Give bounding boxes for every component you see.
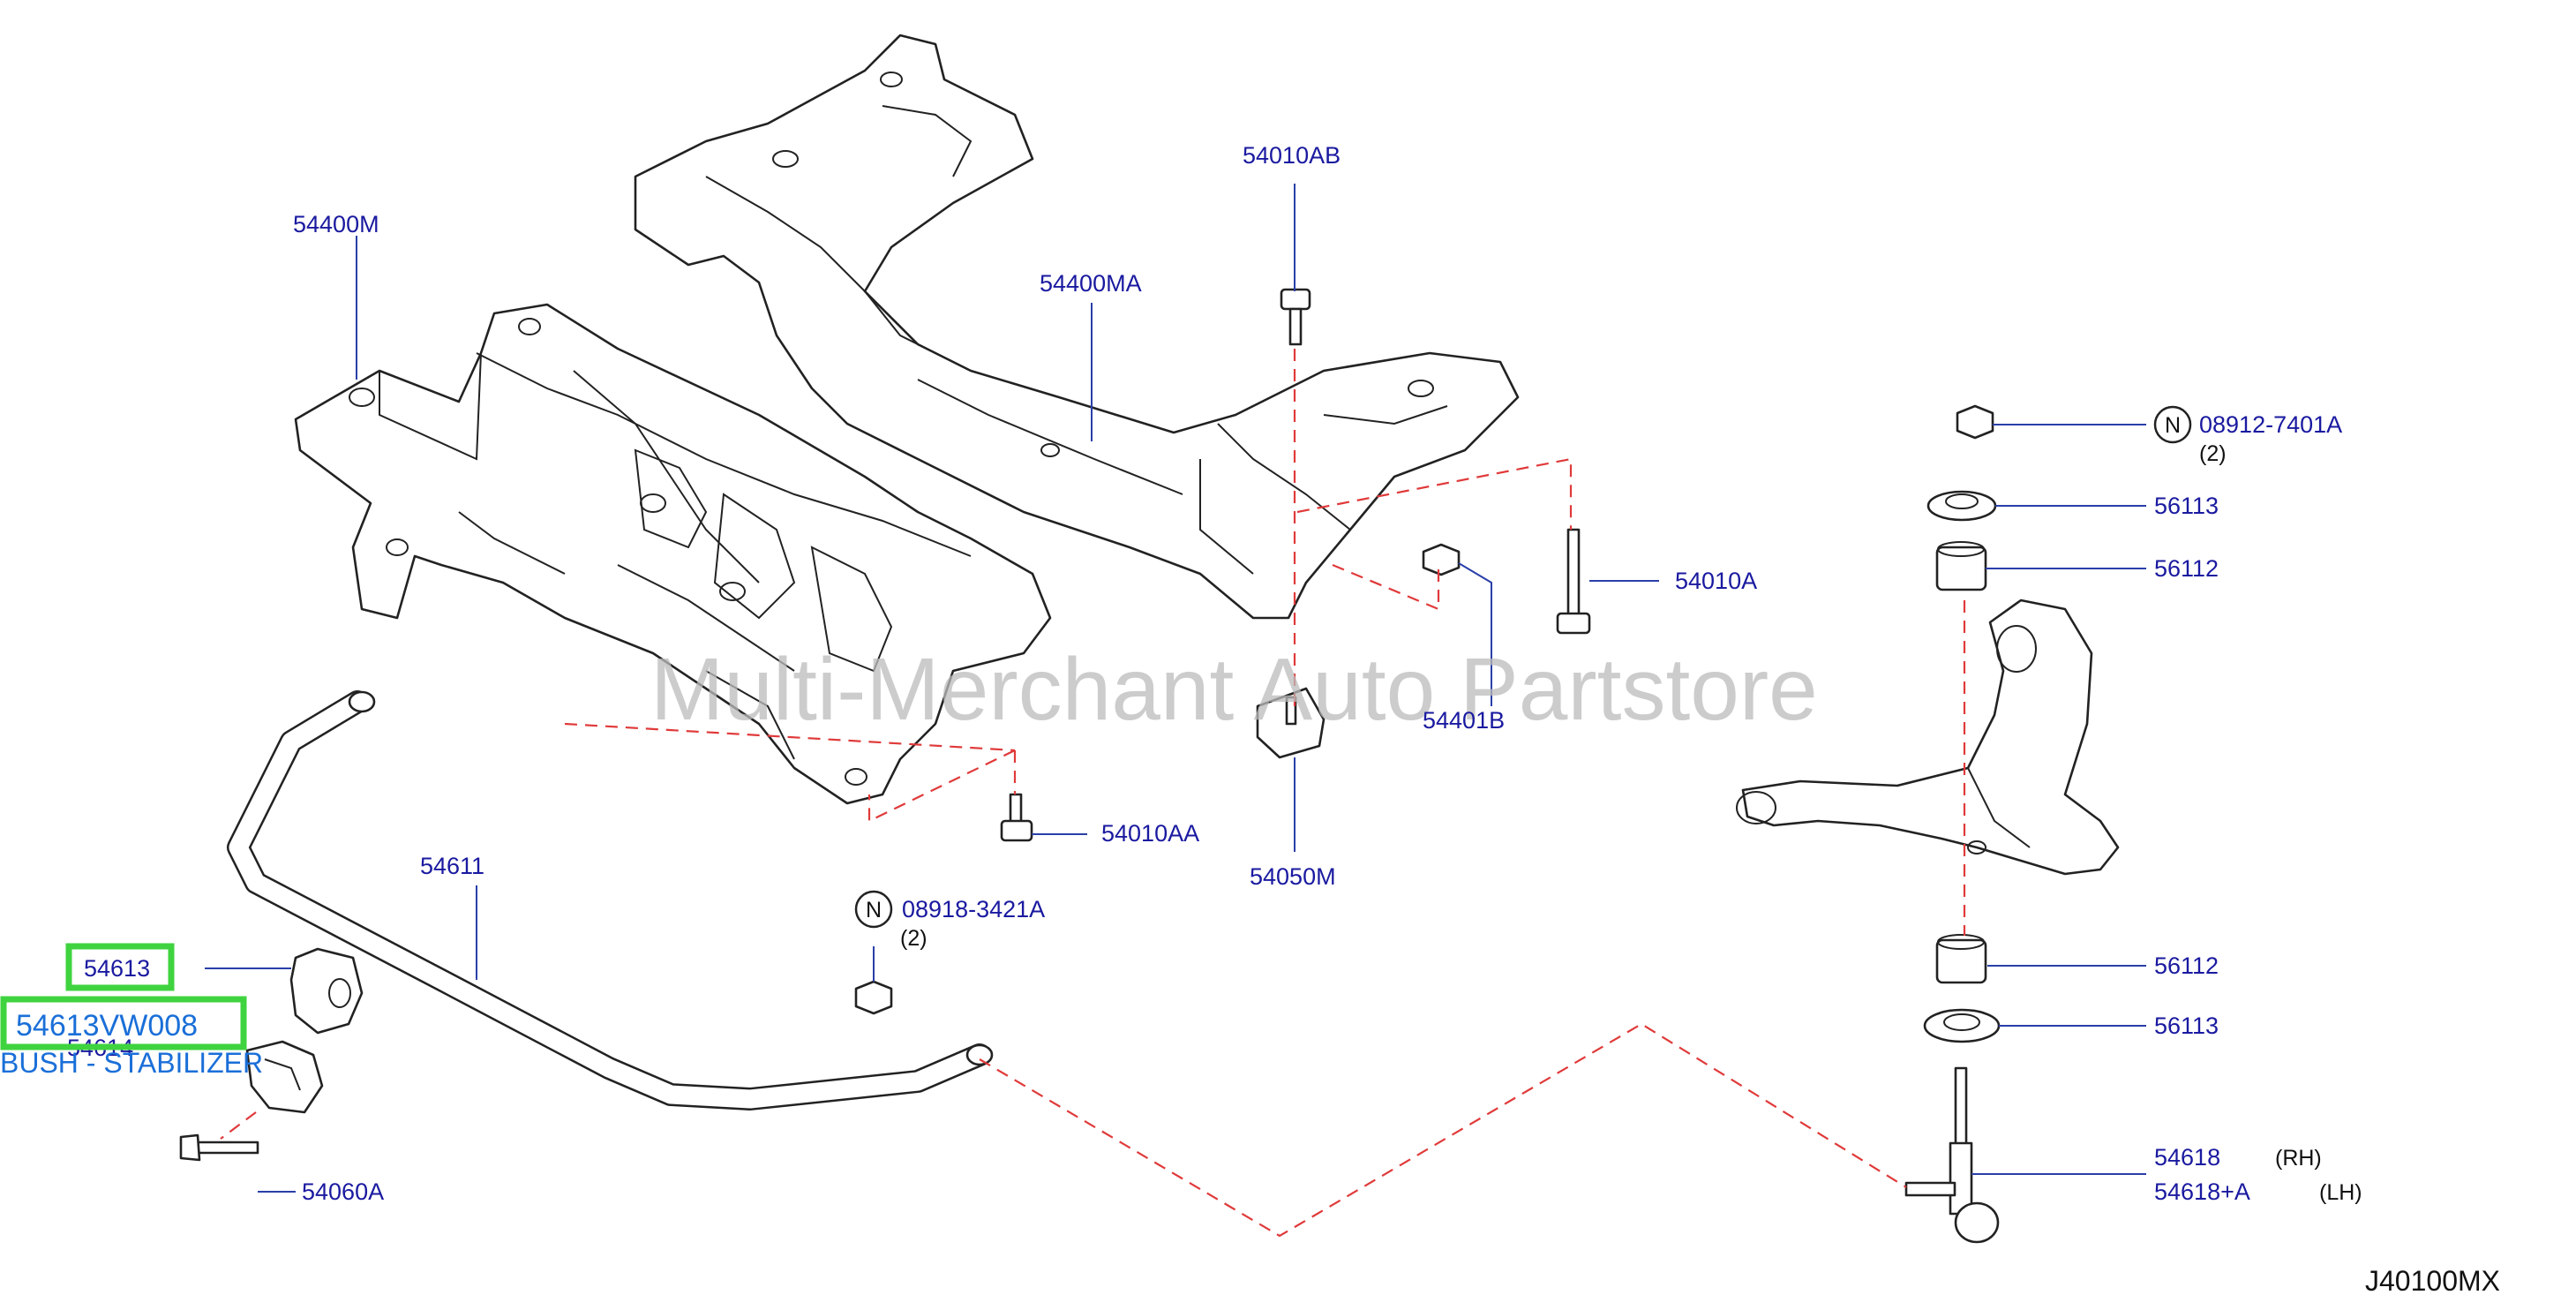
- leader-lines: [205, 184, 2146, 1193]
- highlighted-part-name: BUSH - STABILIZER: [0, 1047, 263, 1079]
- nut-08912-7401A: [1956, 404, 1994, 440]
- label-54010AB[interactable]: 54010AB: [1243, 142, 1341, 169]
- label-08918-3421A-qty: (2): [900, 926, 928, 951]
- nut-symbol-text: N: [2165, 413, 2181, 438]
- upper-member-drawing: [634, 34, 1520, 620]
- stabilizer-bar-drawing: [227, 690, 994, 1110]
- nut-symbol-circle-1: N: [2153, 405, 2192, 444]
- bolt-54060A: [179, 1133, 259, 1162]
- label-56112-bottom[interactable]: 56112: [2154, 952, 2219, 979]
- label-54618A[interactable]: 54618+A: [2154, 1178, 2250, 1205]
- label-54618[interactable]: 54618: [2154, 1144, 2220, 1171]
- label-54618A-lh: (LH): [2319, 1180, 2362, 1205]
- label-54060A[interactable]: 54060A: [302, 1178, 384, 1205]
- label-54618-rh: (RH): [2275, 1146, 2322, 1171]
- bushing-56112-top: [1935, 541, 1987, 591]
- bolt-54010AA: [1000, 793, 1033, 842]
- stabilizer-link-54618: [1904, 1066, 2000, 1244]
- washer-56113-top: [1926, 490, 1997, 522]
- bushing-56112-bottom: [1935, 934, 1987, 984]
- bolt-54010AB: [1280, 288, 1311, 346]
- suspension-member-drawing: [294, 303, 1052, 805]
- nut-08918-3421A: [854, 980, 893, 1015]
- label-56112-top[interactable]: 56112: [2154, 555, 2219, 582]
- stabilizer-bushing-drawing: [289, 947, 364, 1035]
- bushing-clamp-drawing: [245, 1040, 324, 1114]
- label-08912-7401A[interactable]: 08912-7401A: [2199, 411, 2342, 438]
- label-54010A[interactable]: 54010A: [1675, 568, 1757, 594]
- label-54401B[interactable]: 54401B: [1423, 707, 1505, 734]
- label-56113-bottom[interactable]: 56113: [2154, 1013, 2219, 1039]
- label-56113-top[interactable]: 56113: [2154, 493, 2219, 519]
- nut-symbol-circle-2: N: [854, 890, 893, 929]
- washer-56113-bottom: [1923, 1008, 2001, 1043]
- watermark: Multi-Merchant Auto Partstore: [650, 640, 1818, 739]
- mount-54050M: [1256, 687, 1326, 759]
- lower-control-arm-drawing: [1736, 599, 2120, 876]
- label-54400M[interactable]: 54400M: [293, 211, 379, 237]
- highlight-box-part-number: [0, 996, 247, 1050]
- part-labels: 54400M 54400MA 54010AB 08912-7401A (2) 5…: [67, 142, 2362, 1205]
- label-08912-7401A-qty: (2): [2199, 441, 2227, 466]
- label-54611[interactable]: 54611: [420, 853, 484, 879]
- highlight-box-54613: [65, 943, 175, 991]
- label-54050M[interactable]: 54050M: [1250, 863, 1336, 890]
- nut-symbol-text: N: [866, 898, 882, 922]
- label-54010AA[interactable]: 54010AA: [1101, 820, 1199, 847]
- label-54400MA[interactable]: 54400MA: [1040, 270, 1142, 297]
- nut-54401B: [1422, 543, 1461, 576]
- assembly-dashed-lines: [220, 349, 1966, 1238]
- highlighted-part-number[interactable]: 54613VW008: [16, 1009, 198, 1043]
- label-54613[interactable]: 54613: [84, 955, 150, 982]
- bolt-54010A: [1556, 528, 1591, 635]
- label-08918-3421A[interactable]: 08918-3421A: [902, 896, 1045, 922]
- diagram-code: J40100MX: [2365, 1265, 2500, 1297]
